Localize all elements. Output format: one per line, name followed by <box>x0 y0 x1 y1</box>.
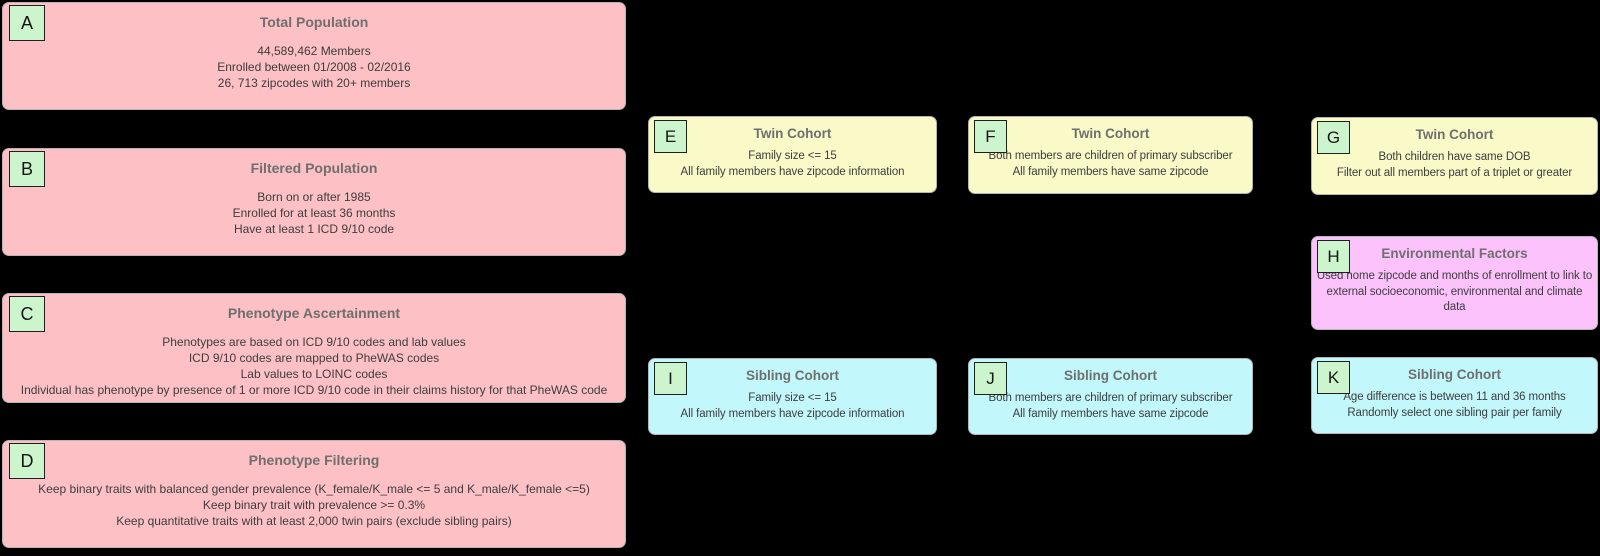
node-twin-cohort-f: F Twin Cohort Both members are children … <box>968 116 1253 194</box>
node-body: Family size <= 15 All family members hav… <box>649 391 936 422</box>
node-phenotype-ascertainment: C Phenotype Ascertainment Phenotypes are… <box>2 293 626 403</box>
node-line: Age difference is between 11 and 36 mont… <box>1343 391 1566 403</box>
node-line: All family members have same zipcode <box>1012 407 1209 420</box>
node-title: Twin Cohort <box>1415 127 1494 142</box>
node-line: All family members have zipcode informat… <box>680 165 905 178</box>
node-twin-cohort-e: E Twin Cohort Family size <= 15 All fami… <box>648 116 937 193</box>
node-sibling-cohort-k: K Sibling Cohort Age difference is betwe… <box>1311 357 1598 434</box>
node-line: Lab values to LOINC codes <box>240 367 388 381</box>
node-label-badge: E <box>654 120 687 153</box>
node-line: Keep quantitative traits with at least 2… <box>116 514 512 528</box>
node-label-badge: H <box>1317 240 1350 273</box>
node-label-badge: A <box>9 5 45 41</box>
node-title: Environmental Factors <box>1381 246 1528 261</box>
node-body: Age difference is between 11 and 36 mont… <box>1312 390 1597 421</box>
node-label-badge: F <box>974 120 1007 153</box>
node-label-badge: G <box>1317 121 1350 154</box>
node-line: 26, 713 zipcodes with 20+ members <box>217 76 411 90</box>
node-body: Family size <= 15 All family members hav… <box>649 149 936 180</box>
node-title: Total Population <box>259 14 369 30</box>
node-line: Phenotypes are based on ICD 9/10 codes a… <box>162 335 466 349</box>
node-label-badge: K <box>1317 361 1350 394</box>
node-line: Family size <= 15 <box>748 392 837 404</box>
node-phenotype-filtering: D Phenotype Filtering Keep binary traits… <box>2 440 626 548</box>
node-line: Enrolled between 01/2008 - 02/2016 <box>217 60 411 74</box>
node-line: ICD 9/10 codes are mapped to PheWAS code… <box>188 351 440 365</box>
node-line: Individual has phenotype by presence of … <box>20 383 608 397</box>
node-body: Keep binary traits with balanced gender … <box>3 481 625 529</box>
node-sibling-cohort-j: J Sibling Cohort Both members are childr… <box>968 358 1253 435</box>
node-title: Sibling Cohort <box>1064 368 1157 383</box>
node-total-population: A Total Population 44,589,462 Members En… <box>2 2 626 110</box>
node-title: Twin Cohort <box>753 126 832 141</box>
node-environmental-factors: H Environmental Factors Used home zipcod… <box>1311 236 1598 330</box>
node-line: Both children have same DOB <box>1378 151 1531 163</box>
node-line: Used home zipcode and months of enrollme… <box>1316 270 1593 313</box>
node-body: Used home zipcode and months of enrollme… <box>1312 269 1597 316</box>
node-title: Phenotype Filtering <box>248 452 380 468</box>
node-line: Randomly select one sibling pair per fam… <box>1347 406 1562 419</box>
node-label-badge: I <box>654 362 687 395</box>
node-body: Born on or after 1985 Enrolled for at le… <box>3 189 625 237</box>
node-title: Sibling Cohort <box>1408 367 1501 382</box>
node-body: Both children have same DOB Filter out a… <box>1312 150 1597 181</box>
node-body: Phenotypes are based on ICD 9/10 codes a… <box>3 334 625 398</box>
node-title: Phenotype Ascertainment <box>227 305 401 321</box>
node-sibling-cohort-i: I Sibling Cohort Family size <= 15 All f… <box>648 358 937 435</box>
node-line: Keep binary trait with prevalence >= 0.3… <box>202 498 426 512</box>
node-label-badge: J <box>974 362 1007 395</box>
node-title: Twin Cohort <box>1071 126 1150 141</box>
node-line: Born on or after 1985 <box>257 190 371 204</box>
node-line: Both members are children of primary sub… <box>988 392 1233 404</box>
node-label-badge: B <box>9 151 45 187</box>
node-line: All family members have zipcode informat… <box>680 407 905 420</box>
node-label-badge: D <box>9 443 45 479</box>
node-title: Filtered Population <box>250 160 378 176</box>
node-line: Enrolled for at least 36 months <box>232 206 396 220</box>
node-line: Keep binary traits with balanced gender … <box>38 482 590 496</box>
node-body: Both members are children of primary sub… <box>969 391 1252 422</box>
node-line: All family members have same zipcode <box>1012 165 1209 178</box>
node-body: Both members are children of primary sub… <box>969 149 1252 180</box>
node-line: Have at least 1 ICD 9/10 code <box>233 222 395 236</box>
node-twin-cohort-g: G Twin Cohort Both children have same DO… <box>1311 117 1598 195</box>
node-label-badge: C <box>9 296 45 332</box>
node-filtered-population: B Filtered Population Born on or after 1… <box>2 148 626 256</box>
node-line: Family size <= 15 <box>748 150 837 162</box>
node-body: 44,589,462 Members Enrolled between 01/2… <box>3 43 625 91</box>
node-line: 44,589,462 Members <box>257 44 371 58</box>
node-line: Both members are children of primary sub… <box>988 150 1233 162</box>
node-line: Filter out all members part of a triplet… <box>1336 166 1573 179</box>
node-title: Sibling Cohort <box>746 368 839 383</box>
